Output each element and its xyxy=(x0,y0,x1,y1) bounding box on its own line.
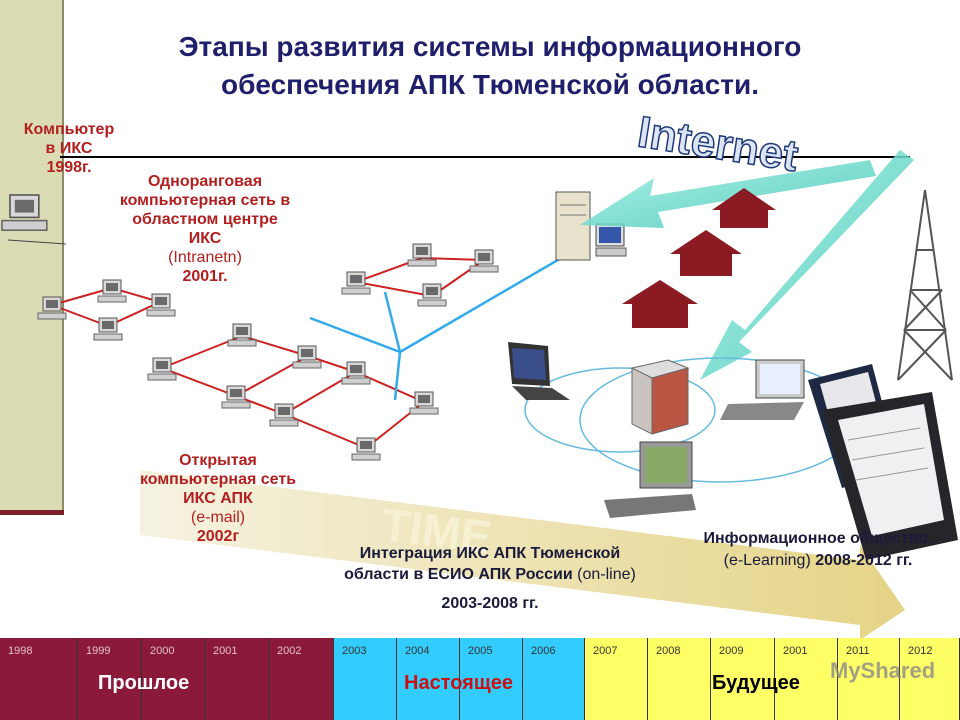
internet-word: Internet xyxy=(634,107,801,181)
label-line: Интеграция ИКС АПК Тюменской xyxy=(359,545,621,562)
pc-icon xyxy=(341,361,371,385)
timeline-year-label: 2008 xyxy=(656,645,681,657)
internet-arrow-down xyxy=(700,150,914,380)
timeline-year-label: 2001 xyxy=(213,645,238,657)
watermark-text: MyShared xyxy=(830,658,936,683)
timeline-year-label: 2002 xyxy=(277,645,302,657)
timeline-year-cell: 2012 xyxy=(900,638,960,720)
title-line-2: обеспечения АПК Тюменской области. xyxy=(220,69,759,100)
timeline-year-label: 2011 xyxy=(846,645,870,657)
label-line: 1998г. xyxy=(46,159,92,176)
laptop-icon xyxy=(604,441,696,518)
label-line: (Intranetn) xyxy=(168,249,242,266)
timeline-year-cell: 2005 xyxy=(460,638,523,720)
pc-icon xyxy=(227,323,257,347)
house-icon xyxy=(670,230,742,276)
standalone-pc-icon xyxy=(1,194,48,231)
era-present-label: Настоящее xyxy=(404,672,513,694)
label-line: 2008-2012 гг. xyxy=(810,552,913,569)
pc-icon xyxy=(221,385,251,409)
timeline-year-label: 2004 xyxy=(405,645,430,657)
divider-line xyxy=(60,156,910,158)
label-line: (e-mail) xyxy=(190,509,246,526)
server-icon xyxy=(555,191,627,261)
laptop-icon xyxy=(720,359,805,420)
label-line: Открытая xyxy=(179,452,257,469)
timeline-year-cell: 2011 xyxy=(838,638,900,720)
era-past-label: Прошлое xyxy=(98,672,190,694)
page-title: Этапы развития системы информационного о… xyxy=(60,28,920,104)
timeline-year-cell: 2002 xyxy=(269,638,334,720)
timeline-year-cell: 1999 xyxy=(78,638,142,720)
timeline-year-cell: 2009 xyxy=(711,638,775,720)
label-info-society: Информационное общество. (e-Learning) 20… xyxy=(676,528,960,572)
timeline-year-label: 2000 xyxy=(150,645,175,657)
pc-icon xyxy=(409,391,439,415)
laptop-icon xyxy=(508,342,570,400)
timeline-year-cell: 2001 xyxy=(775,638,838,720)
timeline-bar: 1998 1999 2000 2001 2002 2003 2004 2005 2006 2007… xyxy=(0,638,960,720)
label-line: Компьютер xyxy=(23,121,115,138)
label-line: компьютерная сеть в xyxy=(119,192,291,209)
left-sidebar-base xyxy=(0,510,64,515)
pc-icon xyxy=(469,249,499,273)
tablet-icon xyxy=(822,392,958,560)
label-line: (on-line) xyxy=(572,566,636,583)
label-line: ИКС xyxy=(188,230,222,247)
label-line: Одноранговая xyxy=(147,173,263,190)
timeline-year-label: 1999 xyxy=(86,645,111,657)
label-line: 2002г xyxy=(196,528,240,545)
pc-icon xyxy=(147,357,177,381)
timeline-year-label: 2005 xyxy=(468,645,493,657)
timeline-year-label: 2001 xyxy=(783,645,808,657)
house-icon xyxy=(622,280,698,328)
pc-icon xyxy=(407,243,437,267)
timeline-year-label: 2007 xyxy=(593,645,618,657)
label-line: области в ЕСИО АПК России xyxy=(344,566,573,583)
label-line: 2003-2008 гг. xyxy=(441,595,539,612)
peer-pc-group xyxy=(37,279,176,341)
label-peer-network: Одноранговая компьютерная сеть в областн… xyxy=(100,172,310,286)
timeline-year-cell: 2008 xyxy=(648,638,711,720)
title-line-1: Этапы развития системы информационного xyxy=(178,31,802,62)
timeline-year-label: 2006 xyxy=(531,645,556,657)
timeline-year-label: 1998 xyxy=(8,645,33,657)
label-computer-iks: Компьютер в ИКС 1998г. xyxy=(8,120,130,177)
label-line: Информационное общество. xyxy=(703,530,933,547)
antenna-tower-icon xyxy=(897,189,953,381)
timeline-year-cell: 2001 xyxy=(205,638,269,720)
label-line: ИКС АПК xyxy=(183,490,253,507)
timeline-year-cell: 2007 xyxy=(585,638,648,720)
label-line: (e-Learning) xyxy=(723,552,811,569)
internet-arrow-left xyxy=(580,160,876,228)
label-line: в ИКС xyxy=(45,140,93,157)
timeline-year-cell: 2003 xyxy=(334,638,397,720)
house-icon xyxy=(712,188,776,228)
rack-server-icon xyxy=(630,359,690,435)
era-future-label: Будущее xyxy=(712,672,800,694)
timeline-year-label: 2012 xyxy=(908,645,933,657)
left-sidebar-bar xyxy=(0,0,64,515)
label-open-network: Открытая компьютерная сеть ИКС АПК (e-ma… xyxy=(118,451,318,546)
timeline-year-cell: 1998 xyxy=(0,638,78,720)
timeline-year-label: 2009 xyxy=(719,645,744,657)
timeline-year-label: 2003 xyxy=(342,645,367,657)
timeline-year-cell: 2004 xyxy=(397,638,460,720)
label-line: компьютерная сеть xyxy=(139,471,297,488)
time-arrow xyxy=(140,470,905,640)
timeline-year-cell: 2000 xyxy=(142,638,205,720)
pc-icon xyxy=(292,345,322,369)
label-integration: Интеграция ИКС АПК Тюменской области в Е… xyxy=(300,543,680,614)
label-line: 2001г. xyxy=(182,268,228,285)
label-line: областном центре xyxy=(132,211,278,228)
backbone-links xyxy=(309,248,576,401)
wireless-ring-left xyxy=(524,367,716,453)
timeline-year-cell: 2006 xyxy=(523,638,585,720)
